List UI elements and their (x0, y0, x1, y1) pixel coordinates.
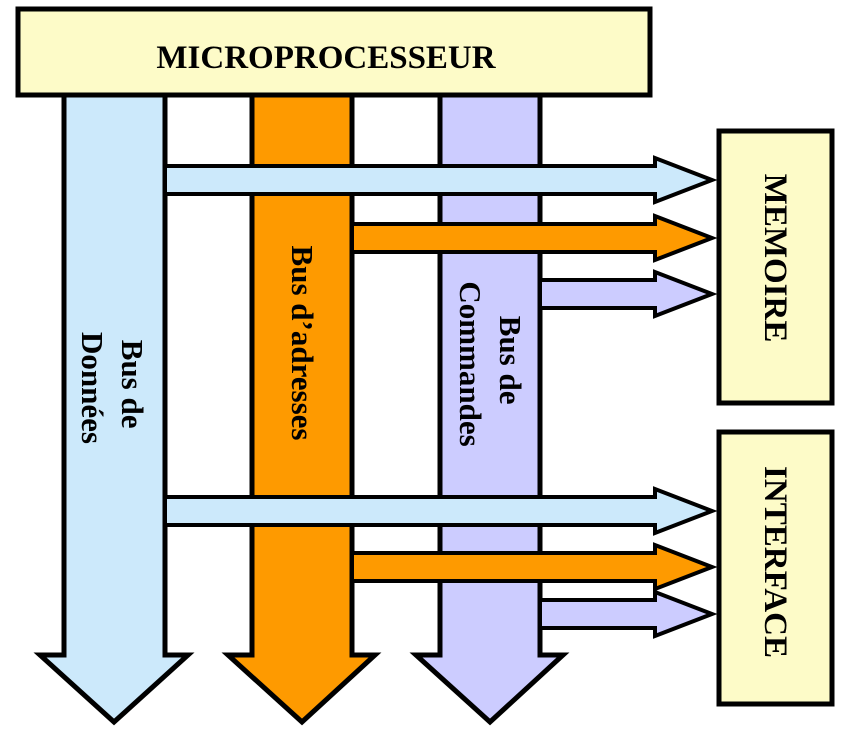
memory-box (716, 128, 835, 406)
data-bus-to-interface-arrow (163, 486, 718, 536)
address-bus-to-memory-arrow (350, 213, 718, 263)
data-bus-to-memory-arrow (163, 155, 718, 205)
address-bus-label: Bus d’adresses (285, 246, 320, 441)
interface-block: INTERFACE (716, 429, 835, 707)
command-bus-to-interface-arrow (538, 589, 718, 639)
memory-block: MEMOIRE (716, 128, 835, 406)
data-bus-label: Bus de Données (75, 332, 150, 444)
memory-label: MEMOIRE (757, 174, 793, 343)
microprocessor-block: MICROPROCESSEUR (15, 6, 653, 98)
address-bus-to-interface-arrow (350, 542, 718, 592)
command-bus-label-line2: Commandes (453, 281, 488, 446)
data-bus-label-line2: Données (75, 332, 110, 444)
microprocessor-box (15, 6, 653, 98)
command-bus-to-memory-arrow (538, 269, 718, 319)
address-bus-label-line1: Bus d’adresses (285, 246, 320, 441)
command-bus-label-line1: Bus de (493, 316, 528, 405)
command-bus-label: Bus de Commandes (453, 281, 528, 446)
microprocessor-label: MICROPROCESSEUR (156, 40, 496, 76)
data-bus-label-line1: Bus de (115, 340, 150, 429)
interface-box (716, 429, 835, 707)
interface-label: INTERFACE (757, 466, 793, 658)
